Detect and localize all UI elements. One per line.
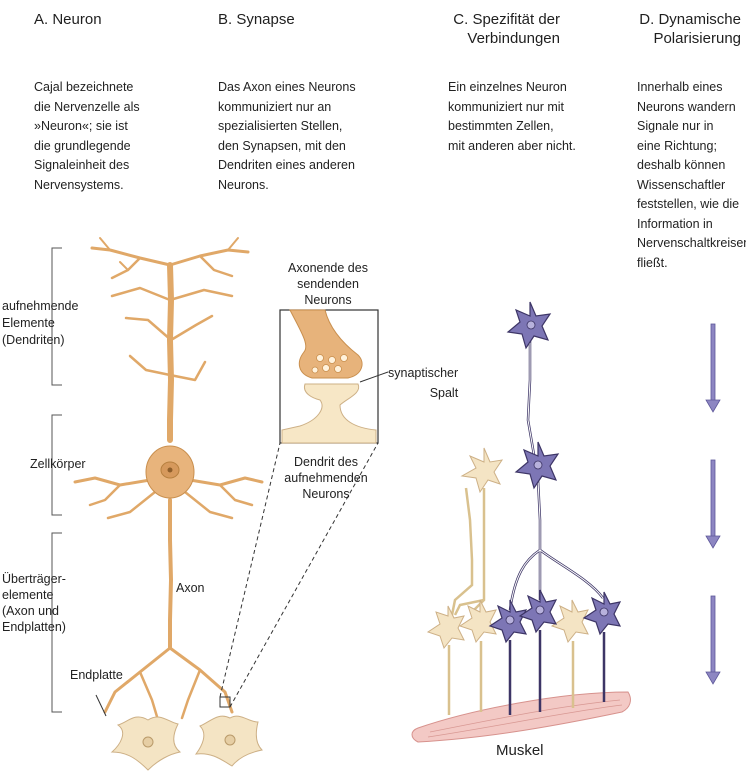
label-cleft: synaptischer Spalt	[388, 363, 458, 403]
label-axon-end: Axonende des sendenden Neurons	[272, 260, 384, 308]
target-neurons	[112, 716, 262, 770]
label-muscle: Muskel	[496, 743, 544, 759]
label-dendrite: Dendrit des aufnehmenden Neurons	[264, 454, 388, 502]
label-axon: Axon	[176, 580, 205, 596]
label-end-plate: Endplatte	[70, 667, 123, 683]
label-dendrites: aufnehmende Elemente (Dendriten)	[2, 298, 78, 349]
purple-neurons	[490, 302, 620, 642]
direction-arrows	[706, 324, 720, 684]
label-transmitting: Überträger- elemente (Axon und Endplatte…	[2, 571, 66, 635]
label-cell-body: Zellkörper	[30, 456, 86, 472]
